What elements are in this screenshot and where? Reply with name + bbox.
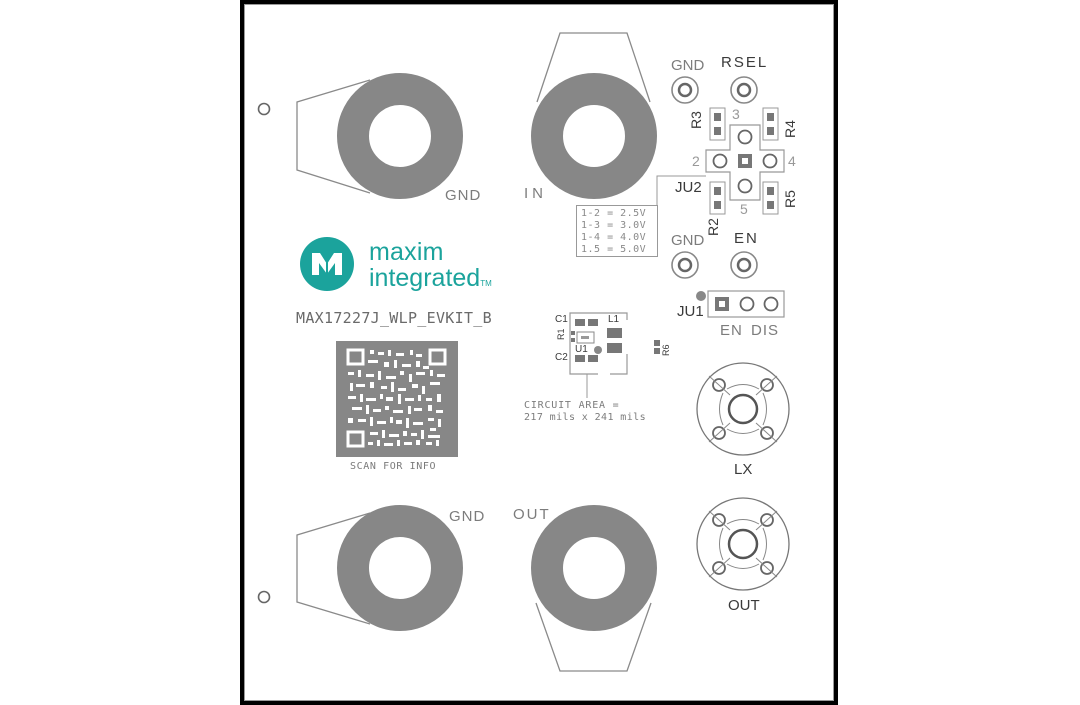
label-ju2: JU2 — [675, 179, 702, 196]
qr-code — [336, 341, 458, 457]
resistor-r3 — [709, 107, 726, 141]
mounting-hole-bottom — [257, 590, 271, 604]
test-point-gnd-2 — [671, 251, 699, 279]
test-point-gnd-1 — [671, 76, 699, 104]
label-r6: R6 — [661, 344, 671, 356]
label-r3: R3 — [688, 111, 704, 129]
label-r2: R2 — [705, 218, 721, 236]
resistor-r4 — [762, 107, 779, 141]
circuit-area — [569, 312, 628, 398]
sma-connector-out — [696, 497, 790, 591]
jumper-ju1 — [696, 290, 785, 318]
label-gnd-top: GND — [445, 187, 482, 204]
qr-caption: SCAN FOR INFO — [350, 461, 437, 472]
label-sma-lx: LX — [734, 461, 753, 478]
resistor-r6 — [654, 340, 660, 354]
terminal-in — [531, 32, 657, 199]
label-gnd-bottom: GND — [449, 508, 486, 525]
label-out: OUT — [513, 506, 551, 523]
circuit-area-line1: CIRCUIT AREA = — [524, 400, 620, 411]
label-in: IN — [524, 185, 547, 202]
label-r5: R5 — [782, 190, 798, 208]
label-tp-gnd-2: GND — [671, 232, 705, 249]
label-tp-rsel: RSEL — [721, 54, 769, 71]
resistor-r2 — [709, 181, 726, 215]
label-pin-3: 3 — [732, 106, 740, 122]
terminal-gnd-bottom — [296, 505, 463, 631]
part-number: MAX17227J_WLP_EVKIT_B — [296, 309, 492, 327]
maxim-logo-text: maxim integratedTM — [369, 240, 492, 291]
label-en-dis: EN DIS — [720, 322, 780, 339]
voltage-row: 1-3 = 3.0V — [581, 220, 647, 231]
voltage-row: 1-4 = 4.0V — [581, 232, 647, 243]
logo-line2: integrated — [369, 264, 481, 292]
voltage-select-table: 1-2 = 2.5V 1-3 = 3.0V 1-4 = 4.0V 1.5 = 5… — [576, 205, 658, 257]
label-c2: C2 — [555, 352, 568, 363]
logo-line1: maxim — [369, 238, 444, 266]
label-l1: L1 — [608, 314, 620, 325]
label-r1: R1 — [556, 328, 566, 340]
label-c1: C1 — [555, 314, 568, 325]
label-u1: U1 — [575, 344, 588, 355]
sma-connector-lx — [696, 362, 790, 456]
voltage-row: 1.5 = 5.0V — [581, 244, 647, 255]
label-ju1: JU1 — [677, 303, 704, 320]
trademark: TM — [480, 279, 492, 288]
terminal-gnd-top — [296, 73, 463, 199]
label-pin-2: 2 — [692, 153, 700, 169]
label-pin-5: 5 — [740, 201, 748, 217]
label-r4: R4 — [782, 120, 798, 138]
voltage-table-leader — [656, 175, 706, 205]
label-sma-out: OUT — [728, 597, 760, 614]
label-pin-4: 4 — [788, 153, 796, 169]
terminal-out — [531, 505, 657, 672]
maxim-logo-icon — [300, 237, 354, 291]
mounting-hole-top — [257, 102, 271, 116]
voltage-row: 1-2 = 2.5V — [581, 208, 647, 219]
label-tp-en: EN — [734, 230, 759, 247]
jumper-ju2 — [705, 124, 785, 201]
circuit-area-line2: 217 mils x 241 mils — [524, 412, 646, 423]
resistor-r5 — [762, 181, 779, 215]
test-point-rsel — [730, 76, 758, 104]
test-point-en — [730, 251, 758, 279]
label-tp-gnd-1: GND — [671, 57, 705, 74]
